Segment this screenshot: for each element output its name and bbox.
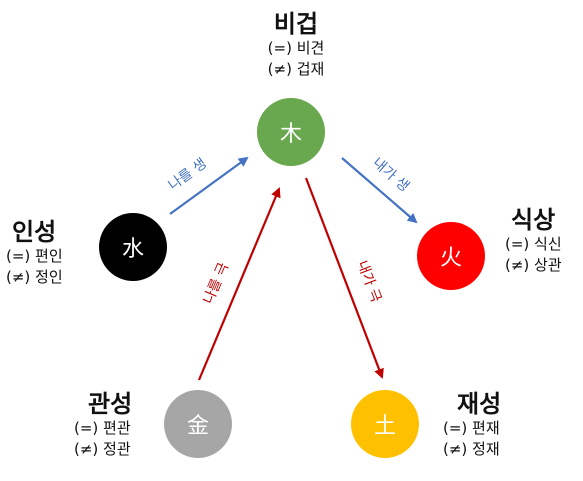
fire-diff: (≠) 상관 [505,256,562,274]
metal-circle: 金 [164,390,232,458]
fire-glyph: 火 [439,246,462,271]
wood-diff: (≠) 겁재 [267,60,325,78]
earth-same: (=) 편재 [443,419,500,437]
arrow-label-produces-me: 나를 생 [166,156,210,194]
water-diff: (≠) 정인 [6,268,63,286]
metal-glyph: 金 [186,414,209,439]
earth-labels: 재성 (=) 편재 (≠) 정재 [443,390,501,460]
wood-labels: 비겁 (=) 비견 (≠) 겁재 [254,10,338,80]
water-glyph: 水 [121,237,144,262]
metal-title: 관성 [88,390,133,418]
wood-glyph: 木 [279,122,302,147]
fire-title: 식상 [511,206,556,234]
arrow-produces-me [169,156,249,215]
wood-circle: 木 [257,98,325,166]
earth-glyph: 土 [373,414,396,439]
arrow-label-i-control: 내가 극 [354,259,384,305]
fire-same: (=) 식신 [505,235,562,253]
metal-same: (=) 편관 [74,419,131,437]
earth-diff: (≠) 정재 [443,440,500,458]
water-circle: 水 [99,213,167,281]
earth-title: 재성 [457,390,502,418]
arrow-i-control [304,177,384,379]
arrow-label-controls-me: 나를 극 [201,260,233,306]
arrow-i-produce [341,157,418,224]
arrow-controls-me [197,187,281,381]
water-labels: 인성 (=) 편인 (≠) 정인 [6,218,63,288]
water-title: 인성 [12,218,57,246]
earth-circle: 土 [351,390,419,458]
wood-same: (=) 비견 [267,39,325,57]
metal-diff: (≠) 정관 [74,440,131,458]
metal-labels: 관성 (=) 편관 (≠) 정관 [74,390,132,460]
fire-labels: 식상 (=) 식신 (≠) 상관 [505,206,562,276]
water-same: (=) 편인 [6,247,63,265]
fire-circle: 火 [417,222,485,290]
wood-title: 비겁 [273,10,319,38]
arrow-label-i-produce: 내가 생 [369,155,412,195]
